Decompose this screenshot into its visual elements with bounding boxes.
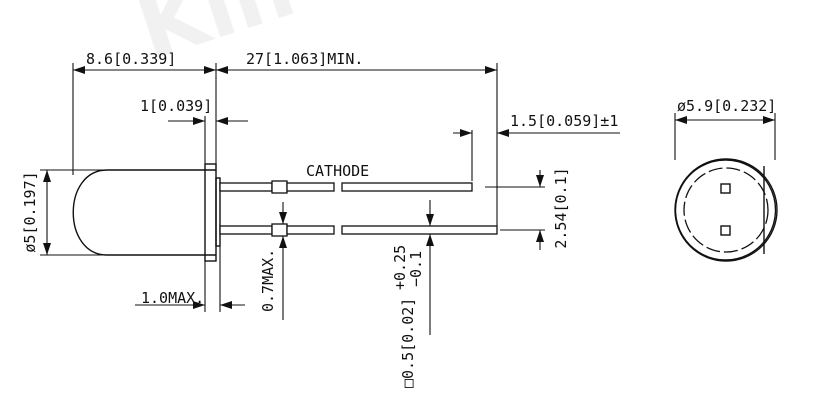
cathode-pin-square	[720, 183, 731, 194]
led-side-view	[72, 163, 498, 262]
dimension-lines	[40, 63, 620, 335]
dim-lead-square-tol-plus: +0.25	[391, 245, 409, 290]
dim-flange-diameter: ø5.9[0.232]	[677, 97, 776, 115]
anode-lead-mid	[286, 225, 335, 235]
led-front-view	[674, 113, 778, 262]
cathode-lead-mid	[286, 182, 335, 192]
body-hidden-circle	[683, 167, 769, 253]
cathode-lead-standoff	[271, 180, 288, 194]
cathode-lead-root	[219, 182, 273, 192]
dim-body-diameter: ø5[0.197]	[21, 171, 39, 252]
anode-lead-standoff	[271, 223, 288, 237]
dim-lead-length: 27[1.063]MIN.	[246, 50, 363, 68]
flange-outline	[674, 159, 777, 261]
dim-lead-spacing: 2.54[0.1]	[552, 167, 570, 248]
cathode-label: CATHODE	[306, 162, 369, 180]
dim-lead-bend: 0.7MAX.	[259, 249, 277, 312]
led-dome-body	[72, 169, 216, 256]
cathode-lead-end	[341, 182, 473, 192]
dim-lead-square: □0.5[0.02]	[399, 298, 417, 388]
dim-standoff: 1.0MAX.	[141, 289, 204, 307]
dim-flange-thickness: 1[0.039]	[140, 97, 212, 115]
anode-lead-root	[219, 225, 273, 235]
led-flange-step	[215, 177, 221, 247]
dim-lead-square-tol-minus: −0.1	[407, 251, 425, 287]
dim-lead-offset: 1.5[0.059]±1	[510, 112, 618, 130]
led-flange	[204, 163, 217, 262]
anode-pin-square	[720, 225, 731, 236]
flange-circle	[674, 158, 778, 262]
dim-body-length: 8.6[0.339]	[86, 50, 176, 68]
anode-lead-end	[341, 225, 498, 235]
